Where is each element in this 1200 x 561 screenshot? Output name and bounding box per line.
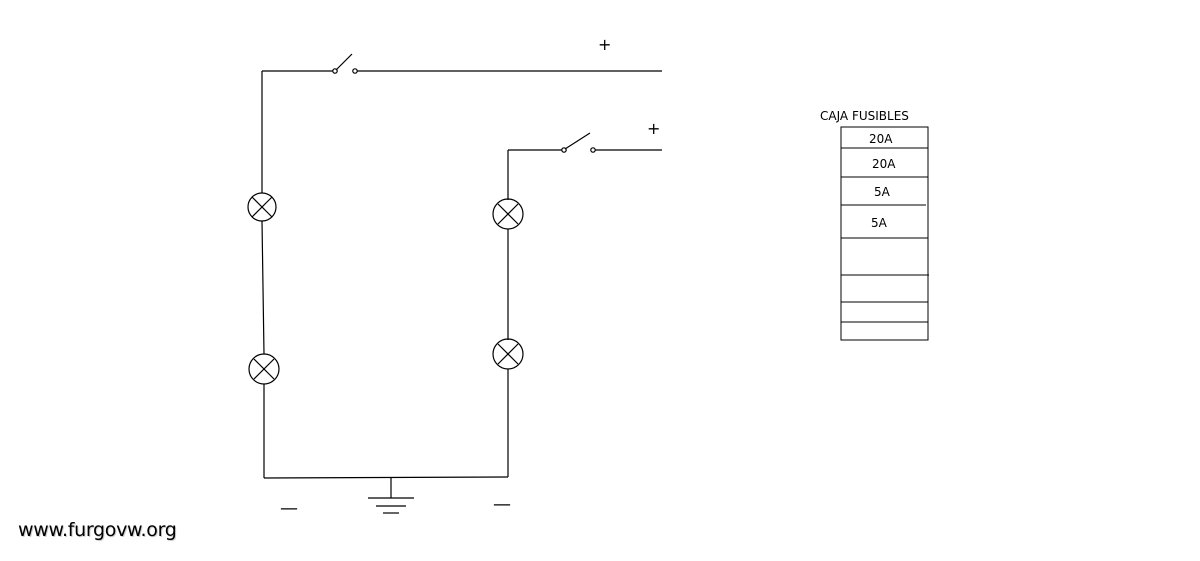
lamp-left-upper (247, 192, 277, 222)
fuse-box-frame (840, 126, 929, 341)
right-circuit (492, 132, 662, 477)
plus-label-upper: + (598, 35, 611, 54)
plus-label-lower: + (647, 119, 660, 138)
ground-symbol (368, 478, 414, 514)
left-circuit (247, 53, 662, 479)
lamp-right-upper (492, 198, 524, 230)
minus-label-right: — (493, 494, 511, 515)
fuse-1-rating: 20A (869, 132, 893, 146)
fuse-3-rating: 5A (874, 185, 891, 199)
fuse-box-title: CAJA FUSIBLES (820, 109, 909, 123)
minus-label-left: — (280, 498, 298, 519)
fuse-2-rating: 20A (872, 157, 896, 171)
wire-left-vertical-2 (261, 220, 265, 355)
switch-lower (561, 132, 596, 153)
watermark: www.furgovw.org (18, 519, 177, 541)
fuse-box: CAJA FUSIBLES 20A 20A 5A 5A (820, 109, 929, 341)
switch-upper (332, 53, 358, 74)
wire-bottom (263, 476, 509, 479)
lamp-left-lower (248, 353, 280, 385)
lamp-right-lower (492, 338, 524, 370)
fuse-4-rating: 5A (871, 216, 888, 230)
